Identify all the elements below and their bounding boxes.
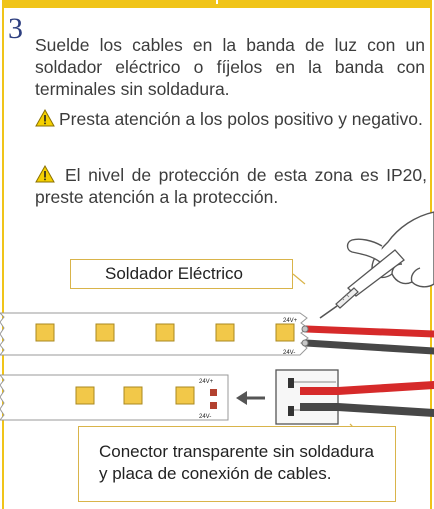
- protection-warning: El nivel de protección de esta zona es I…: [35, 164, 427, 208]
- warning-triangle-icon: [35, 165, 55, 183]
- wires-lower: [334, 381, 434, 417]
- step-number: 3: [8, 12, 23, 45]
- arrow-left-icon: [236, 391, 265, 405]
- pad-label-positive: 24V+: [283, 318, 298, 324]
- protection-warning-line1: El nivel de protección de esta zona es I…: [35, 164, 427, 186]
- pad-label-negative: 24V-: [283, 350, 295, 356]
- wires-upper: [301, 325, 434, 355]
- protection-warning-line2: preste atención a la protección.: [35, 187, 279, 207]
- top-rule: [2, 0, 432, 8]
- wiring-diagram: 24V+ 24V- 24V+ 24V-: [0, 211, 434, 449]
- connector-illustration: [275, 369, 339, 425]
- warning-triangle-icon: [35, 109, 55, 127]
- connector-label-line1: Conector transparente sin soldadura: [99, 442, 374, 461]
- connector-label-line2: y placa de conexión de cables.: [99, 464, 332, 483]
- polarity-warning-text: Presta atención a los polos positivo y n…: [59, 109, 423, 129]
- led-strip-upper: 24V+ 24V-: [0, 312, 309, 356]
- soldering-iron-illustration: [319, 249, 405, 319]
- polarity-warning: Presta atención a los polos positivo y n…: [35, 108, 430, 130]
- pad-label-negative: 24V-: [199, 414, 211, 420]
- hand-illustration: [346, 211, 434, 288]
- connector-label: Conector transparente sin soldadura y pl…: [78, 426, 396, 502]
- led-strip-lower: 24V+ 24V-: [0, 374, 229, 421]
- instruction-paragraph: Suelde los cables en la banda de luz con…: [35, 35, 425, 99]
- pad-label-positive: 24V+: [199, 379, 214, 385]
- soldering-iron-label: Soldador Eléctrico: [70, 259, 293, 289]
